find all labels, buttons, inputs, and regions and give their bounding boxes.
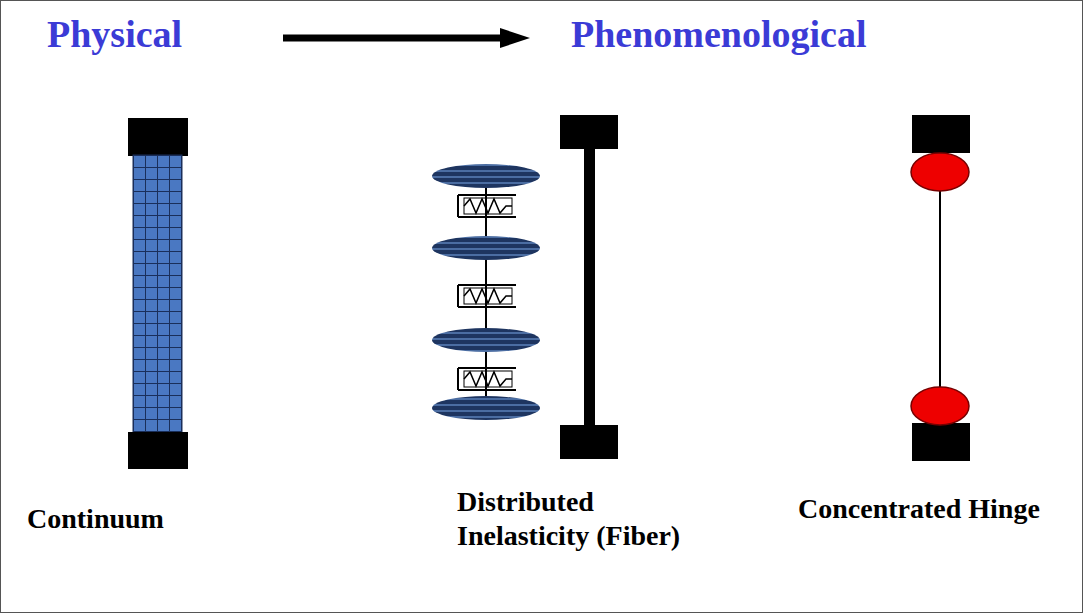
end-block: [128, 432, 188, 469]
spring-symbol: [458, 277, 516, 315]
end-block: [560, 425, 618, 459]
end-block: [128, 118, 188, 156]
model-label: Continuum: [27, 502, 267, 536]
end-block: [560, 115, 618, 149]
end-block: [912, 423, 970, 461]
mesh-column: [133, 155, 182, 433]
elastic-element: [939, 190, 941, 390]
arrow-shaft: [283, 35, 505, 42]
spring-symbol: [458, 360, 516, 398]
heading-label: Phenomenological: [571, 12, 867, 58]
fiber-section: [432, 328, 540, 352]
fiber-section: [432, 396, 540, 420]
end-block: [912, 115, 970, 153]
fiber-section: [432, 164, 540, 188]
heading-label: Physical: [47, 12, 182, 58]
model-label: Concentrated Hinge: [798, 492, 1078, 526]
arrow-head: [500, 28, 530, 48]
plastic-hinge: [911, 387, 969, 425]
beam-bar: [584, 147, 595, 427]
model-label: Distributed Inelasticity (Fiber): [457, 485, 697, 552]
plastic-hinge: [911, 153, 969, 191]
spring-symbol: [458, 187, 516, 225]
fiber-section: [432, 236, 540, 260]
